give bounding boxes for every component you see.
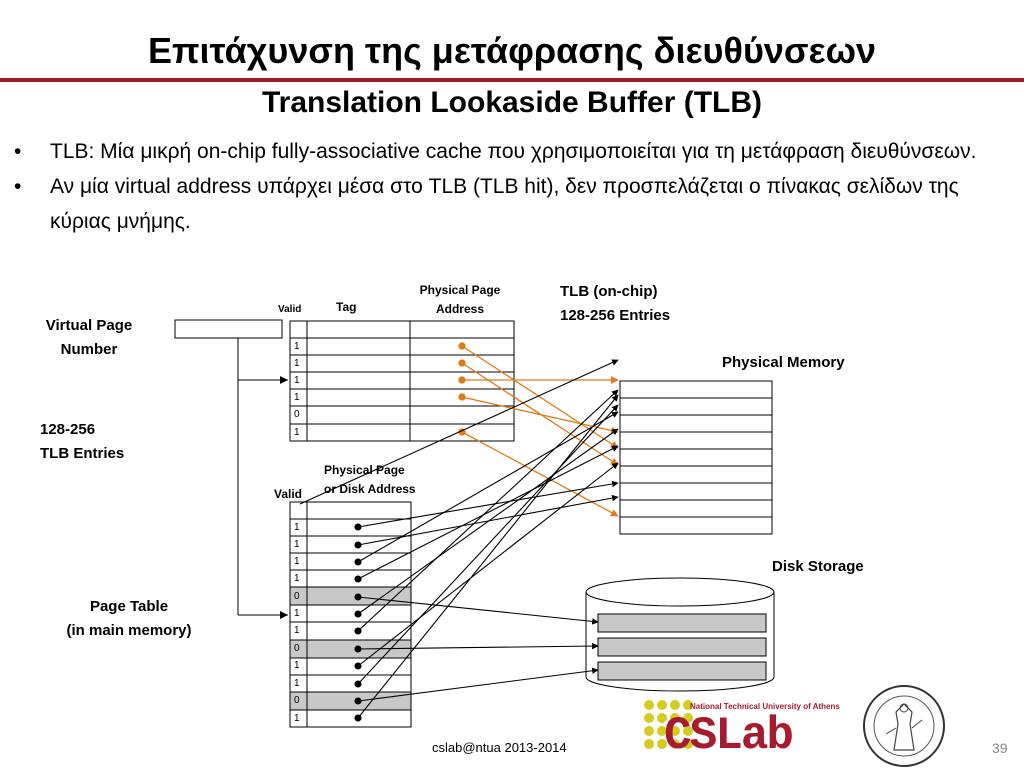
- cslab-logo: CSLab: [664, 710, 794, 762]
- pt-valid-header: Valid: [274, 487, 303, 501]
- pt-valid-bit: 0: [294, 695, 300, 706]
- virtual-page-number-label: Virtual Page Number: [45, 317, 133, 358]
- physical-memory-label: Physical Memory: [722, 354, 845, 371]
- cslab-tagline: National Technical University of Athens: [690, 702, 840, 711]
- page-table-label: Page Table (in main memory): [66, 598, 192, 639]
- title-divider: [0, 78, 1024, 82]
- tlb-valid-bit: 1: [294, 427, 300, 438]
- disk-storage-label: Disk Storage: [772, 558, 864, 575]
- tlb-valid-bit: 1: [294, 392, 300, 403]
- footer-text: cslab@ntua 2013-2014: [432, 740, 567, 755]
- tlb-caption-line2: 128-256 Entries: [560, 307, 671, 324]
- bullet-marker: •: [14, 175, 22, 198]
- vpn-connector: [237, 338, 288, 616]
- pt-valid-bit: 1: [294, 660, 300, 671]
- tlb-ppa-header: Physical Page Address: [419, 283, 501, 316]
- cslab-logo-dots: [644, 700, 693, 749]
- disk-storage-cylinder: [585, 577, 775, 692]
- pt-valid-bit: 1: [294, 678, 300, 689]
- tlb-caption-line1: TLB (on-chip): [560, 283, 658, 300]
- page-table: [289, 501, 412, 728]
- page-number: 39: [992, 740, 1008, 756]
- tlb-tag-header: Tag: [336, 300, 357, 314]
- page-table-mapping-arrows: [299, 359, 619, 722]
- pt-valid-bit: 1: [294, 539, 300, 550]
- pt-valid-bit: 1: [294, 522, 300, 533]
- bullet-text: Αν μία virtual address υπάρχει μέσα στο …: [50, 175, 959, 233]
- pt-valid-bit: 1: [294, 713, 300, 724]
- tlb-valid-bit: 1: [294, 375, 300, 386]
- bullet-marker: •: [14, 140, 22, 163]
- slide-subtitle: Translation Lookaside Buffer (TLB): [261, 86, 763, 119]
- pt-valid-bit: 1: [294, 608, 300, 619]
- slide-title: Επιτάχυνση της μετάφρασης διευθύνσεων: [147, 30, 877, 71]
- virtual-page-number-box: [174, 319, 283, 339]
- ntua-seal-icon: [863, 685, 945, 767]
- pt-valid-bit: 1: [294, 573, 300, 584]
- tlb-entries-label: 128-256 TLB Entries: [40, 421, 125, 462]
- pt-ppa-header: Physical Page or Disk Address: [324, 463, 416, 496]
- physical-memory-block: [619, 380, 773, 535]
- tlb-valid-header: Valid: [278, 304, 302, 315]
- pt-valid-bit: 1: [294, 556, 300, 567]
- tlb-valid-bit: 1: [294, 358, 300, 369]
- bullet-text: TLB: Μία μικρή on-chip fully-associative…: [50, 140, 977, 163]
- pt-valid-bit: 1: [294, 625, 300, 636]
- bullet-item: • TLB: Μία μικρή on-chip fully-associativ…: [14, 134, 1004, 169]
- pt-valid-bit: 0: [294, 643, 300, 654]
- tlb-valid-bit: 0: [294, 409, 300, 420]
- pt-valid-bit: 0: [294, 591, 300, 602]
- tlb-table: [289, 320, 515, 442]
- tlb-valid-bit: 1: [294, 341, 300, 352]
- bullet-list: • TLB: Μία μικρή on-chip fully-associativ…: [14, 134, 1004, 239]
- bullet-item: • Αν μία virtual address υπάρχει μέσα στο…: [14, 169, 1004, 239]
